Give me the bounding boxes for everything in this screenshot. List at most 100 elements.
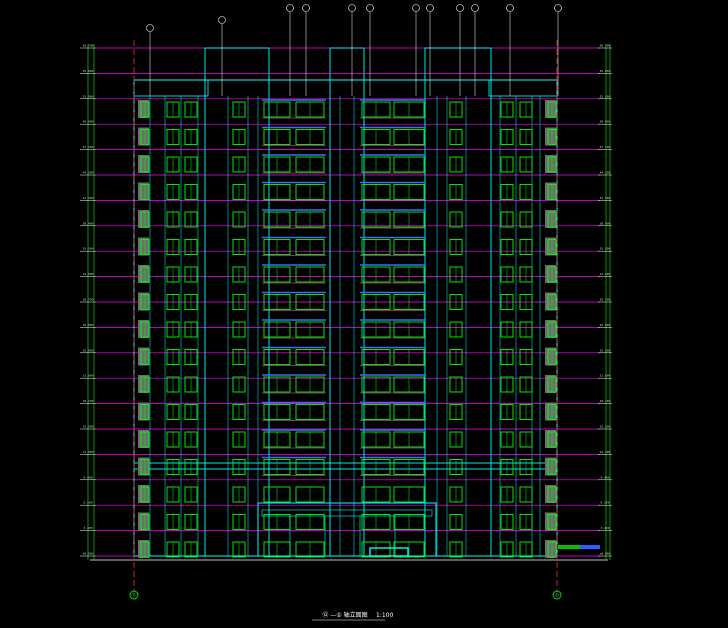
grey-bay <box>138 127 149 146</box>
grey-bay <box>138 375 149 393</box>
callout-bubble <box>146 24 154 32</box>
elevation-label: 26.800 <box>83 323 94 327</box>
elevation-label: 15.200 <box>600 425 611 429</box>
entrance-steps <box>369 547 409 557</box>
elevation-label: 58.700 <box>83 44 94 48</box>
callout-bubble <box>456 4 464 12</box>
elevation-label: 3.400 <box>600 526 609 530</box>
axis-label-right: ① <box>555 593 560 599</box>
grey-bay <box>138 457 149 476</box>
grey-bay <box>138 182 149 201</box>
entrance-frame <box>257 502 437 557</box>
callout-leaders <box>146 4 562 96</box>
elevation-label: 9.400 <box>600 475 609 479</box>
grey-bay <box>138 265 149 283</box>
grey-bay <box>545 485 556 503</box>
elevation-label: 18.100 <box>83 399 94 403</box>
elevation-label: 35.500 <box>83 247 94 251</box>
elevation-label: 52.900 <box>600 94 611 98</box>
elevation-label: 50.000 <box>600 120 611 124</box>
grey-bay <box>545 457 556 476</box>
elevation-label: 26.800 <box>600 323 611 327</box>
grey-bay <box>138 430 149 448</box>
elevation-label: 50.000 <box>83 120 94 124</box>
elevation-label: 55.800 <box>600 69 611 73</box>
callout-bubble <box>286 4 294 12</box>
axis-label-left: ⑪ <box>131 592 136 599</box>
elevation-label: 9.400 <box>83 475 92 479</box>
entrance-canopy <box>257 502 600 557</box>
grey-bay <box>138 402 149 421</box>
elevation-label: 35.500 <box>600 247 611 251</box>
grey-bay <box>545 540 556 558</box>
elevation-label: 6.500 <box>83 501 92 505</box>
callout-bubble <box>412 4 420 12</box>
window-grid <box>140 99 557 558</box>
drawing-title: ⑫ —① 轴立面图 <box>322 611 367 619</box>
callout-bubble <box>302 4 310 12</box>
elevation-label: 47.100 <box>600 145 611 149</box>
elevation-label: ±0.000 <box>600 552 611 556</box>
elevation-label: 29.700 <box>83 298 94 302</box>
elevation-label: 23.900 <box>600 348 611 352</box>
grey-bay <box>138 100 149 118</box>
callout-bubble <box>471 4 479 12</box>
elevation-label: 44.200 <box>600 171 611 175</box>
side-ramp <box>558 545 580 549</box>
grey-bay <box>138 512 149 531</box>
axis-bubble-right <box>552 590 562 600</box>
grey-bay <box>138 292 149 311</box>
dimension-chains: 58.700 55.800 52.900 50.000 47.100 44.200 41.3… <box>80 44 612 560</box>
grey-bay <box>545 292 556 311</box>
elevation-label: 44.200 <box>83 171 94 175</box>
elevation-label: 41.300 <box>600 196 611 200</box>
grey-bay <box>545 320 556 338</box>
left-stair-tower <box>204 47 270 557</box>
elevation-label: 3.400 <box>83 526 92 530</box>
grey-bay <box>138 155 149 173</box>
grey-bay <box>545 237 556 256</box>
grey-bay <box>545 127 556 146</box>
grey-bay <box>138 210 149 228</box>
elevation-label: 47.100 <box>83 145 94 149</box>
elevation-label: 15.200 <box>83 425 94 429</box>
elevation-label: 32.600 <box>600 272 611 276</box>
grey-bay <box>545 100 556 118</box>
grey-bay <box>138 485 149 503</box>
elevation-label: 38.400 <box>600 221 611 225</box>
entrance-beam <box>261 509 433 517</box>
elevation-label: 21.000 <box>83 374 94 378</box>
grey-bay <box>545 375 556 393</box>
elevation-label: 55.800 <box>83 69 94 73</box>
grey-bay <box>545 155 556 173</box>
grey-bay <box>545 402 556 421</box>
elevation-label: ±0.000 <box>83 552 94 556</box>
callout-bubble <box>426 4 434 12</box>
elevation-label: 18.100 <box>600 399 611 403</box>
grey-bay <box>545 430 556 448</box>
elevation-label: 12.300 <box>83 450 94 454</box>
grey-bay <box>138 540 149 558</box>
grey-bay <box>545 347 556 366</box>
elevation-label: 32.600 <box>83 272 94 276</box>
grey-bay <box>545 210 556 228</box>
callout-bubble <box>554 4 562 12</box>
grey-bay <box>545 512 556 531</box>
grey-bay <box>138 347 149 366</box>
elevation-label: 38.400 <box>83 221 94 225</box>
callout-bubble <box>506 4 514 12</box>
grey-bay <box>545 182 556 201</box>
elevation-label: 52.900 <box>83 94 94 98</box>
drawing-scale: 1:100 <box>376 612 393 619</box>
grey-bay <box>545 265 556 283</box>
side-ramp-blue <box>580 545 600 549</box>
elevation-label: 12.300 <box>600 450 611 454</box>
elevation-label: 41.300 <box>83 196 94 200</box>
elevation-label: 58.700 <box>600 44 611 48</box>
elevation-label: 6.500 <box>600 501 609 505</box>
callout-bubble <box>366 4 374 12</box>
callout-bubble <box>218 16 226 24</box>
right-stair-tower <box>424 47 492 557</box>
grey-bay <box>138 237 149 256</box>
